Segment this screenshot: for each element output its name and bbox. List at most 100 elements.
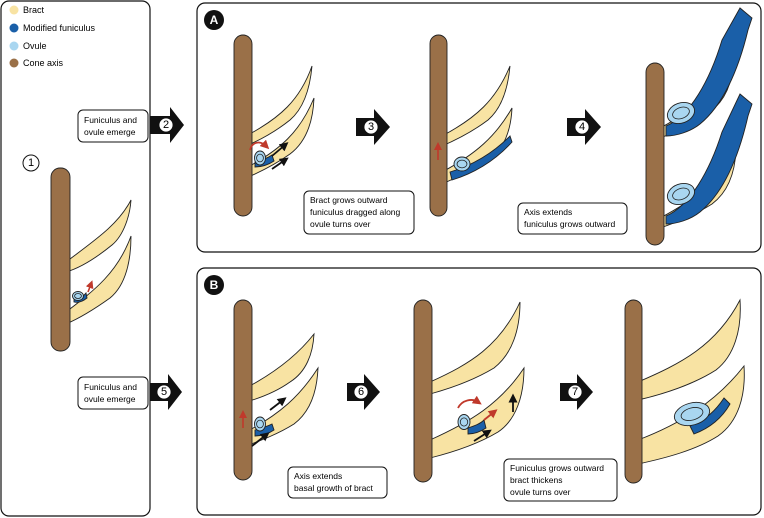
stage-1-ovule xyxy=(72,291,84,301)
panel-a-badge xyxy=(204,10,224,30)
stage-b2-curved-red-arrow xyxy=(457,395,482,409)
stage-1-lower-bract xyxy=(65,235,132,325)
legend-swatch-funiculus xyxy=(9,23,19,33)
step-6-number: 6 xyxy=(358,386,364,398)
legend-label-ovule: Ovule xyxy=(23,41,47,51)
stage-a3-upper-funiculus xyxy=(665,7,753,137)
panel-b-frame xyxy=(196,267,762,516)
stage-b1-black-arrow-1 xyxy=(251,432,270,447)
step-4-arrow: 4 xyxy=(567,109,601,145)
panel-b-badge xyxy=(204,275,224,295)
stage-b1-black-arrow-2 xyxy=(269,397,287,411)
stage-a2-illustration xyxy=(429,34,513,217)
step-7-number: 7 xyxy=(572,386,578,398)
legend-label-funiculus: Modified funiculus xyxy=(23,23,96,33)
stage-b1-ovule xyxy=(254,416,266,432)
stage-b3-axis xyxy=(624,299,643,484)
caption-6-line-1: Axis extends xyxy=(294,471,342,481)
stage-1-ovule-inner xyxy=(74,293,82,299)
stage-a1-black-arrow-1 xyxy=(271,142,289,157)
stage-b3-ovule xyxy=(673,401,711,427)
stage-a2-upper-bract xyxy=(441,65,511,147)
stage-b2-funiculus xyxy=(467,419,487,435)
stage-b2-black-arrow-1 xyxy=(473,429,492,442)
step-2-arrow: 2 xyxy=(150,107,184,143)
step-3-arrow: 3 xyxy=(356,109,390,145)
step-6-arrow: 6 xyxy=(347,374,380,410)
caption-2: Funiculus and ovule emerge xyxy=(77,109,149,143)
step-1-number: 1 xyxy=(28,157,34,169)
step-1-badge xyxy=(22,154,40,172)
stage-b1-illustration xyxy=(233,299,319,481)
step-5-arrow: 5 xyxy=(150,374,182,410)
panel-a-frame xyxy=(196,2,762,253)
caption-5-line-1: Funiculus and xyxy=(84,382,137,392)
caption-5-line-2: ovule emerge xyxy=(84,394,136,404)
stage-b1-upper-bract xyxy=(245,332,315,403)
stage-b1-axis xyxy=(233,299,253,481)
step-2-number: 2 xyxy=(163,119,169,131)
stage-1-upper-bract xyxy=(65,199,132,273)
stage-b2-red-arrow xyxy=(483,409,498,421)
stage-a1-red-arrow xyxy=(249,139,270,151)
caption-4-line-1: Axis extends xyxy=(524,207,572,217)
caption-7-line-2: bract thickens xyxy=(510,475,562,485)
caption-2-line-1: Funiculus and xyxy=(84,115,137,125)
caption-6: Axis extends basal growth of bract xyxy=(287,466,388,499)
stage-a1-illustration xyxy=(233,34,315,217)
stage-b2-lower-bract xyxy=(429,366,525,459)
legend-swatch-axis xyxy=(9,58,19,68)
step-4-number: 4 xyxy=(579,121,585,133)
stage-1-red-arrow xyxy=(85,280,94,293)
stage-a2-ovule xyxy=(453,156,471,172)
stage-b1-ovule-inner xyxy=(256,419,264,429)
stage-b3-upper-bract xyxy=(637,298,741,401)
caption-5: Funiculus and ovule emerge xyxy=(77,376,149,410)
caption-7: Funiculus grows outward bract thickens o… xyxy=(503,458,618,502)
stage-b3-illustration xyxy=(624,298,745,484)
caption-3-line-1: Bract grows outward xyxy=(310,195,388,205)
stage-b2-illustration xyxy=(413,299,525,483)
caption-4: Axis extends funiculus grows outward xyxy=(517,202,628,235)
legend-label-bract: Bract xyxy=(23,5,45,15)
step-7-arrow: 7 xyxy=(560,374,593,410)
panel-b-letter: B xyxy=(210,278,219,292)
stage-b2-axis xyxy=(413,299,433,483)
stage-b2-ovule-inner xyxy=(459,417,469,427)
caption-4-line-2: funiculus grows outward xyxy=(524,219,615,229)
stage-a3-illustration xyxy=(645,7,753,246)
panel-a-letter: A xyxy=(210,13,219,27)
legend-item-funiculus: Modified funiculus xyxy=(9,23,96,33)
stage-b2-upper-bract xyxy=(429,301,521,395)
step-3-number: 3 xyxy=(368,121,374,133)
caption-3-line-2: funiculus dragged along xyxy=(310,207,401,217)
caption-3-line-3: ovule turns over xyxy=(310,219,371,229)
legend-item-ovule: Ovule xyxy=(9,41,47,51)
stage-a2-ovule-inner xyxy=(456,159,468,169)
stage-a1-ovule-inner xyxy=(256,153,264,163)
legend-swatch-bract xyxy=(9,5,19,15)
legend-label-axis: Cone axis xyxy=(23,58,64,68)
legend-swatch-ovule xyxy=(9,41,19,51)
stage-a2-axis xyxy=(429,34,448,217)
stage-1-illustration xyxy=(50,167,132,352)
stage-a1-upper-bract xyxy=(245,65,313,147)
stage-b3-ovule-inner xyxy=(680,407,704,421)
stage-1-axis xyxy=(50,167,71,352)
stage-a1-black-arrow-2 xyxy=(271,157,289,170)
stage-a3-upper-ovule xyxy=(666,102,696,124)
caption-7-line-1: Funiculus grows outward xyxy=(510,463,604,473)
step-5-number: 5 xyxy=(161,386,167,398)
stage-a1-ovule xyxy=(254,150,266,166)
caption-3: Bract grows outward funiculus dragged al… xyxy=(303,190,415,235)
legend-item-axis: Cone axis xyxy=(9,58,64,68)
stage-a3-lower-ovule-inner xyxy=(672,187,690,201)
stage-a1-axis xyxy=(233,34,253,217)
stage-a3-axis xyxy=(645,62,665,246)
legend: Bract Modified funiculus Ovule Cone axis xyxy=(9,5,96,68)
legend-item-bract: Bract xyxy=(9,5,45,15)
stage-a3-upper-ovule-inner xyxy=(672,106,690,120)
caption-2-line-2: ovule emerge xyxy=(84,127,136,137)
stage-a3-lower-ovule xyxy=(666,183,696,205)
